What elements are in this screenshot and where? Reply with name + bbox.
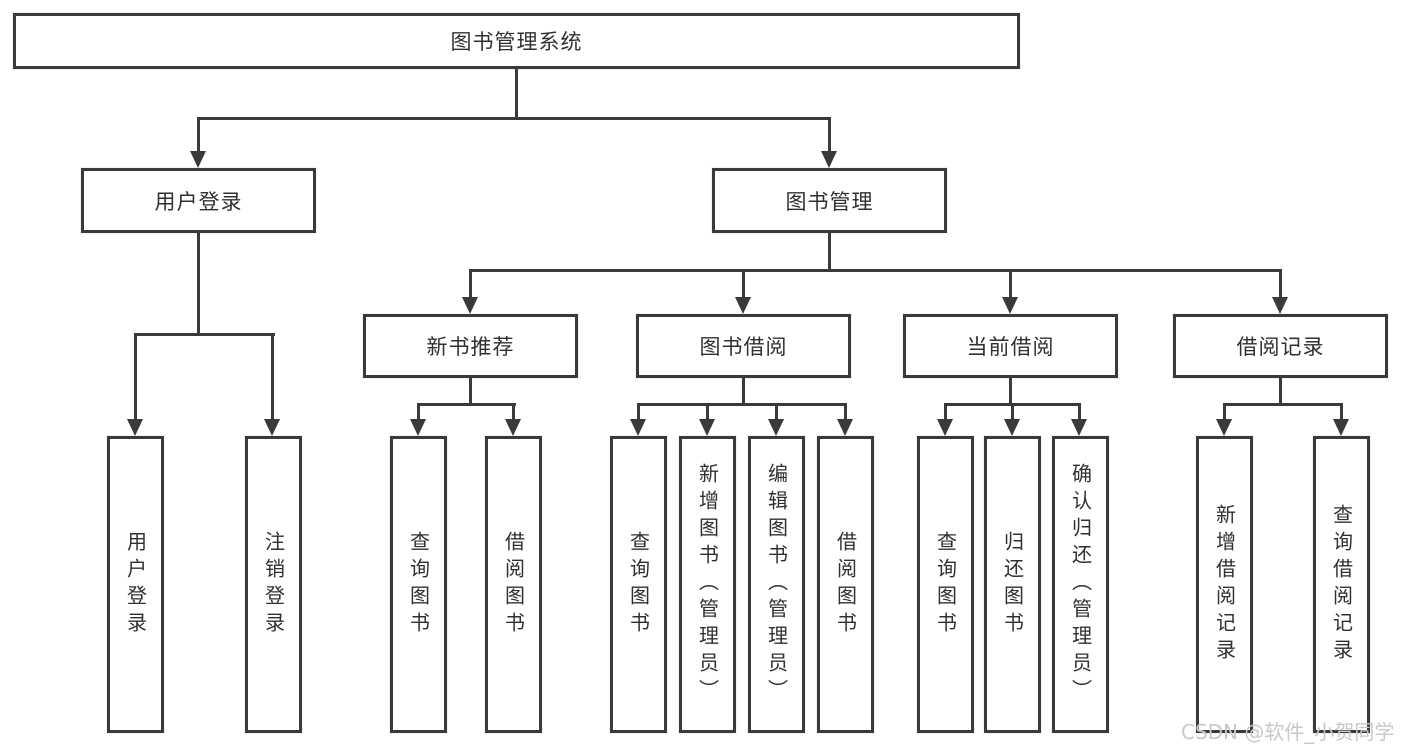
arrowhead-down-icon	[768, 419, 784, 436]
leaf-logout: 注销登录	[245, 436, 302, 733]
node-new-book-recommendation: 新书推荐	[363, 314, 578, 378]
connector-line	[742, 269, 745, 299]
leaf-borrow-books-borrowing: 借阅图书	[817, 436, 874, 733]
leaf-query-books-recommend: 查询图书	[390, 436, 447, 733]
connector-line	[1011, 403, 1014, 421]
node-label: 图书借阅	[699, 335, 788, 359]
arrowhead-down-icon	[937, 419, 953, 436]
connector-line	[844, 403, 847, 421]
connector-line	[512, 403, 515, 421]
leaf-label: 用户登录	[123, 530, 148, 639]
connector-line	[944, 403, 947, 421]
node-book-management: 图书管理	[712, 168, 947, 233]
node-user-login: 用户登录	[81, 168, 316, 233]
connector-line	[637, 403, 847, 406]
arrowhead-down-icon	[1216, 419, 1232, 436]
leaf-confirm-return-admin: 确认归还（管理员）	[1052, 436, 1109, 733]
arrowhead-down-icon	[462, 297, 478, 314]
arrowhead-down-icon	[699, 419, 715, 436]
node-label: 图书管理	[785, 189, 874, 214]
leaf-add-borrow-record: 新增借阅记录	[1196, 436, 1253, 733]
connector-line	[417, 403, 516, 406]
leaf-label: 新增借阅记录	[1212, 503, 1237, 666]
leaf-label: 查询借阅记录	[1329, 503, 1354, 666]
node-root-library-management-system: 图书管理系统	[13, 13, 1020, 69]
leaf-label: 借阅图书	[833, 530, 858, 639]
connector-line	[1009, 378, 1012, 406]
connector-line	[706, 403, 709, 421]
leaf-label: 借阅图书	[501, 530, 526, 639]
leaf-label: 查询图书	[626, 530, 651, 639]
leaf-label: 确认归还（管理员）	[1068, 463, 1093, 706]
arrowhead-down-icon	[410, 419, 426, 436]
node-label: 新书推荐	[426, 335, 515, 359]
connector-line	[1009, 269, 1012, 299]
connector-line	[637, 403, 640, 421]
leaf-query-books-current: 查询图书	[917, 436, 974, 733]
connector-line	[775, 403, 778, 421]
connector-line	[828, 117, 831, 153]
connector-line	[197, 117, 831, 120]
arrowhead-down-icon	[264, 419, 280, 436]
arrowhead-down-icon	[1272, 297, 1288, 314]
leaf-user-login: 用户登录	[107, 436, 164, 733]
connector-line	[1078, 403, 1081, 421]
node-label: 当前借阅	[966, 335, 1055, 359]
connector-line	[1279, 378, 1282, 406]
arrowhead-down-icon	[505, 419, 521, 436]
connector-line	[1340, 403, 1343, 421]
connector-line	[828, 233, 831, 272]
connector-line	[469, 269, 472, 299]
node-label: 图书管理系统	[450, 30, 583, 54]
leaf-query-borrow-record: 查询借阅记录	[1313, 436, 1370, 733]
leaf-edit-books-admin: 编辑图书（管理员）	[748, 436, 805, 733]
connector-line	[1223, 403, 1226, 421]
arrowhead-down-icon	[630, 419, 646, 436]
leaf-add-books-admin: 新增图书（管理员）	[679, 436, 736, 733]
connector-line	[469, 269, 1282, 272]
connector-line	[1223, 403, 1343, 406]
leaf-borrow-books-recommend: 借阅图书	[485, 436, 542, 733]
arrowhead-down-icon	[821, 151, 837, 168]
leaf-label: 新增图书（管理员）	[695, 463, 720, 706]
connector-line	[515, 69, 518, 120]
leaf-query-books-borrowing: 查询图书	[610, 436, 667, 733]
connector-line	[134, 333, 137, 421]
leaf-label: 查询图书	[406, 530, 431, 639]
leaf-return-books: 归还图书	[984, 436, 1041, 733]
node-borrowing-records: 借阅记录	[1173, 314, 1388, 378]
leaf-label: 查询图书	[933, 530, 958, 639]
arrowhead-down-icon	[837, 419, 853, 436]
leaf-label: 注销登录	[261, 530, 286, 639]
arrowhead-down-icon	[1004, 419, 1020, 436]
arrowhead-down-icon	[127, 419, 143, 436]
node-current-borrowing: 当前借阅	[903, 314, 1118, 378]
connector-line	[417, 403, 420, 421]
csdn-watermark: CSDN @软件_小贺同学	[1181, 720, 1395, 744]
arrowhead-down-icon	[1333, 419, 1349, 436]
connector-line	[197, 233, 200, 336]
arrowhead-down-icon	[1071, 419, 1087, 436]
connector-line	[469, 378, 472, 406]
arrowhead-down-icon	[190, 151, 206, 168]
node-label: 借阅记录	[1236, 335, 1325, 359]
arrowhead-down-icon	[735, 297, 751, 314]
node-book-borrowing: 图书借阅	[636, 314, 851, 378]
leaf-label: 归还图书	[1000, 530, 1025, 639]
connector-line	[742, 378, 745, 406]
leaf-label: 编辑图书（管理员）	[764, 463, 789, 706]
node-label: 用户登录	[154, 189, 243, 214]
connector-line	[134, 333, 275, 336]
connector-line	[1279, 269, 1282, 299]
connector-line	[271, 333, 274, 421]
connector-line	[197, 117, 200, 153]
arrowhead-down-icon	[1002, 297, 1018, 314]
